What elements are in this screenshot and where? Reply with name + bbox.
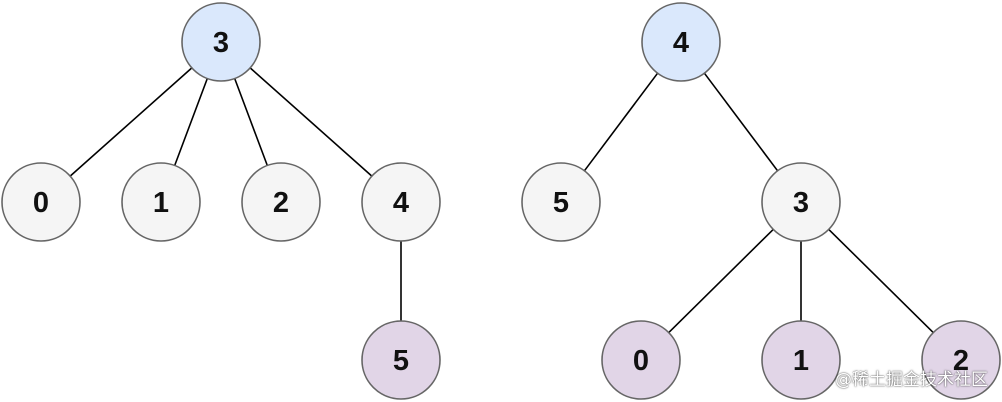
node-label: 3 [793,187,809,219]
edge-t2-4-to-t2-5 [583,72,659,172]
node-label: 2 [953,345,969,377]
tree-node-t1-5: 5 [361,320,441,400]
node-circle [1,162,81,242]
tree-node-t1-0: 0 [1,162,81,242]
node-label: 1 [153,187,169,219]
tree-node-t1-2: 2 [241,162,321,242]
node-circle [361,162,441,242]
edge-t2-4-to-t2-3 [703,72,779,172]
edge-t1-3-to-t1-0 [69,67,193,177]
edges-layer [69,67,934,334]
node-circle [921,320,1001,400]
node-label: 4 [673,27,689,59]
tree-node-t2-4: 4 [641,2,721,82]
watermark: @稀土掘金技术社区 [835,370,988,390]
node-circle [361,320,441,400]
node-circle [601,320,681,400]
node-circle [641,2,721,82]
tree-node-t2-5: 5 [521,162,601,242]
tree-node-t2-2: 2 [921,320,1001,400]
edge-t2-3-to-t2-2 [828,228,934,334]
node-circle [761,162,841,242]
tree-node-t1-3: 3 [181,2,261,82]
edge-t1-3-to-t1-2 [233,78,269,166]
node-circle [121,162,201,242]
node-label: 5 [553,187,569,219]
tree-node-t2-3: 3 [761,162,841,242]
edge-t2-3-to-t2-0 [668,228,774,334]
edge-t1-3-to-t1-4 [249,67,373,177]
node-label: 0 [633,345,649,377]
node-circle [241,162,321,242]
edge-t1-3-to-t1-1 [173,78,209,166]
node-circle [181,2,261,82]
tree-node-t2-1: 1 [761,320,841,400]
node-circle [761,320,841,400]
node-label: 2 [273,187,289,219]
tree-node-t1-1: 1 [121,162,201,242]
node-label: 0 [33,187,49,219]
tree-node-t2-0: 0 [601,320,681,400]
tree-node-t1-4: 4 [361,162,441,242]
node-label: 3 [213,27,229,59]
node-label: 1 [793,345,809,377]
node-label: 4 [393,187,409,219]
node-circle [521,162,601,242]
node-label: 5 [393,345,409,377]
